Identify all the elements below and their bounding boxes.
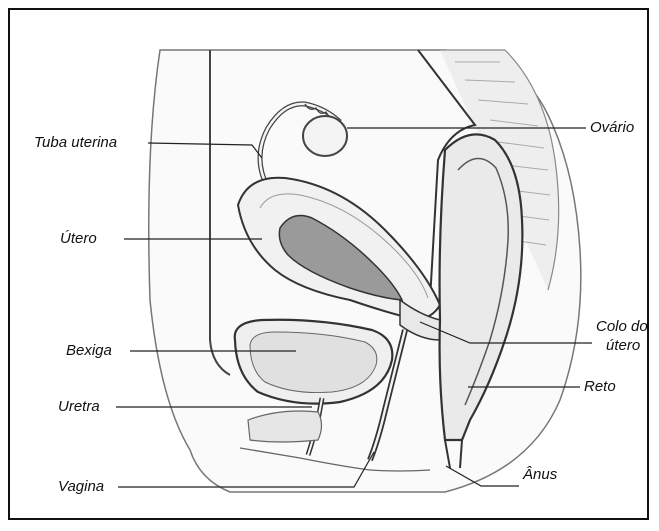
ovary-shape	[303, 116, 347, 156]
label-reto: Reto	[584, 378, 616, 396]
label-vagina: Vagina	[58, 478, 104, 496]
label-ovario: Ovário	[590, 119, 634, 137]
bladder-inner	[250, 332, 377, 393]
label-tuba-uterina: Tuba uterina	[34, 134, 117, 152]
label-utero: Útero	[60, 230, 97, 248]
label-anus: Ânus	[523, 466, 557, 484]
label-uretra: Uretra	[58, 398, 100, 416]
label-colo-do-utero-line1: Colo do	[596, 318, 648, 336]
label-bexiga: Bexiga	[66, 342, 112, 360]
label-colo-do-utero-line2: útero	[606, 337, 640, 355]
